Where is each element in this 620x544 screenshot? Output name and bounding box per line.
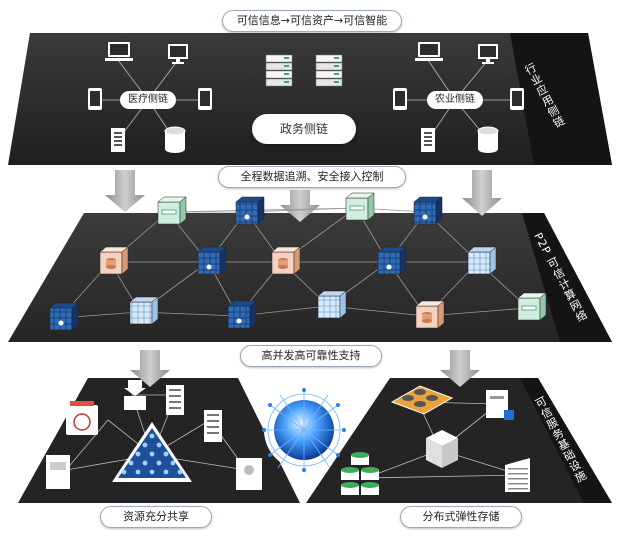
- middle-banner: 全程数据追溯、安全接入控制: [218, 166, 406, 188]
- printer-icon: [66, 401, 98, 435]
- storage-icon: [46, 455, 70, 489]
- desktop-icon: [478, 44, 498, 64]
- disk-array-icon: [390, 385, 454, 415]
- database-icon: [164, 126, 186, 153]
- server-icon: [204, 410, 222, 442]
- down-arrow-icon: [130, 350, 170, 387]
- top-layer-panel: [8, 33, 612, 165]
- building-icon: [505, 458, 530, 492]
- orange-cube-icon: [415, 300, 445, 329]
- light-blue-cube-icon: [467, 246, 497, 275]
- desktop-icon: [168, 44, 188, 64]
- orange-cube-icon: [271, 246, 301, 275]
- light-blue-cube-icon: [129, 296, 159, 325]
- storage-icon: [236, 458, 262, 490]
- server-tower-icon: [111, 128, 125, 152]
- pyramid-network-icon: [112, 422, 192, 482]
- down-arrow-icon: [462, 170, 502, 216]
- middle-layer: [8, 213, 612, 342]
- top-layer-side-strip: [510, 33, 612, 165]
- blue-cube-icon: [227, 300, 257, 329]
- top-banner: 可信信息→可信资产→可信智能: [222, 10, 402, 32]
- blue-cube-icon: [235, 196, 265, 225]
- blue-cube-icon: [413, 196, 443, 225]
- server-icon: [166, 385, 184, 415]
- server-rack-icon: [315, 54, 343, 87]
- green-cube-icon: [345, 192, 375, 221]
- middle-layer-side-strip: [522, 213, 612, 342]
- tablet-icon: [198, 88, 212, 110]
- light-blue-cube-icon: [317, 290, 347, 319]
- middle-layer-panel: [8, 213, 612, 342]
- agri-chain-label: 农业侧链: [427, 91, 483, 109]
- monitor-icon: [415, 42, 443, 61]
- cube-icon: [426, 430, 458, 468]
- tablet-icon: [510, 88, 524, 110]
- down-arrow-icon: [440, 350, 480, 387]
- blue-cube-icon: [49, 302, 79, 331]
- blue-cube-icon: [197, 246, 227, 275]
- right-bottom-banner: 分布式弹性存储: [400, 506, 522, 528]
- down-arrows: [105, 170, 502, 387]
- down-arrow-icon: [280, 190, 320, 222]
- lower-banner: 高并发高可靠性支持: [240, 345, 382, 367]
- green-cube-icon: [517, 292, 547, 321]
- monitor-icon: [105, 42, 133, 61]
- server-rack-icon: [265, 54, 293, 87]
- top-layer: [8, 33, 612, 165]
- computer-icon: [486, 390, 514, 420]
- download-server-icon: [124, 380, 146, 410]
- orange-cube-icon: [99, 246, 129, 275]
- gov-chain-label: 政务侧链: [252, 114, 356, 144]
- network-globe-icon: [262, 388, 346, 472]
- medical-chain-label: 医疗侧链: [120, 91, 176, 109]
- database-icon: [477, 126, 499, 153]
- green-cube-icon: [157, 196, 187, 225]
- left-bottom-banner: 资源充分共享: [100, 506, 212, 528]
- tablet-icon: [88, 88, 102, 110]
- down-arrow-icon: [105, 170, 145, 212]
- server-tower-icon: [421, 128, 435, 152]
- database-stack-icon: [341, 452, 379, 495]
- bottom-right-side-strip: [520, 378, 612, 503]
- tablet-icon: [393, 88, 407, 110]
- blue-cube-icon: [377, 246, 407, 275]
